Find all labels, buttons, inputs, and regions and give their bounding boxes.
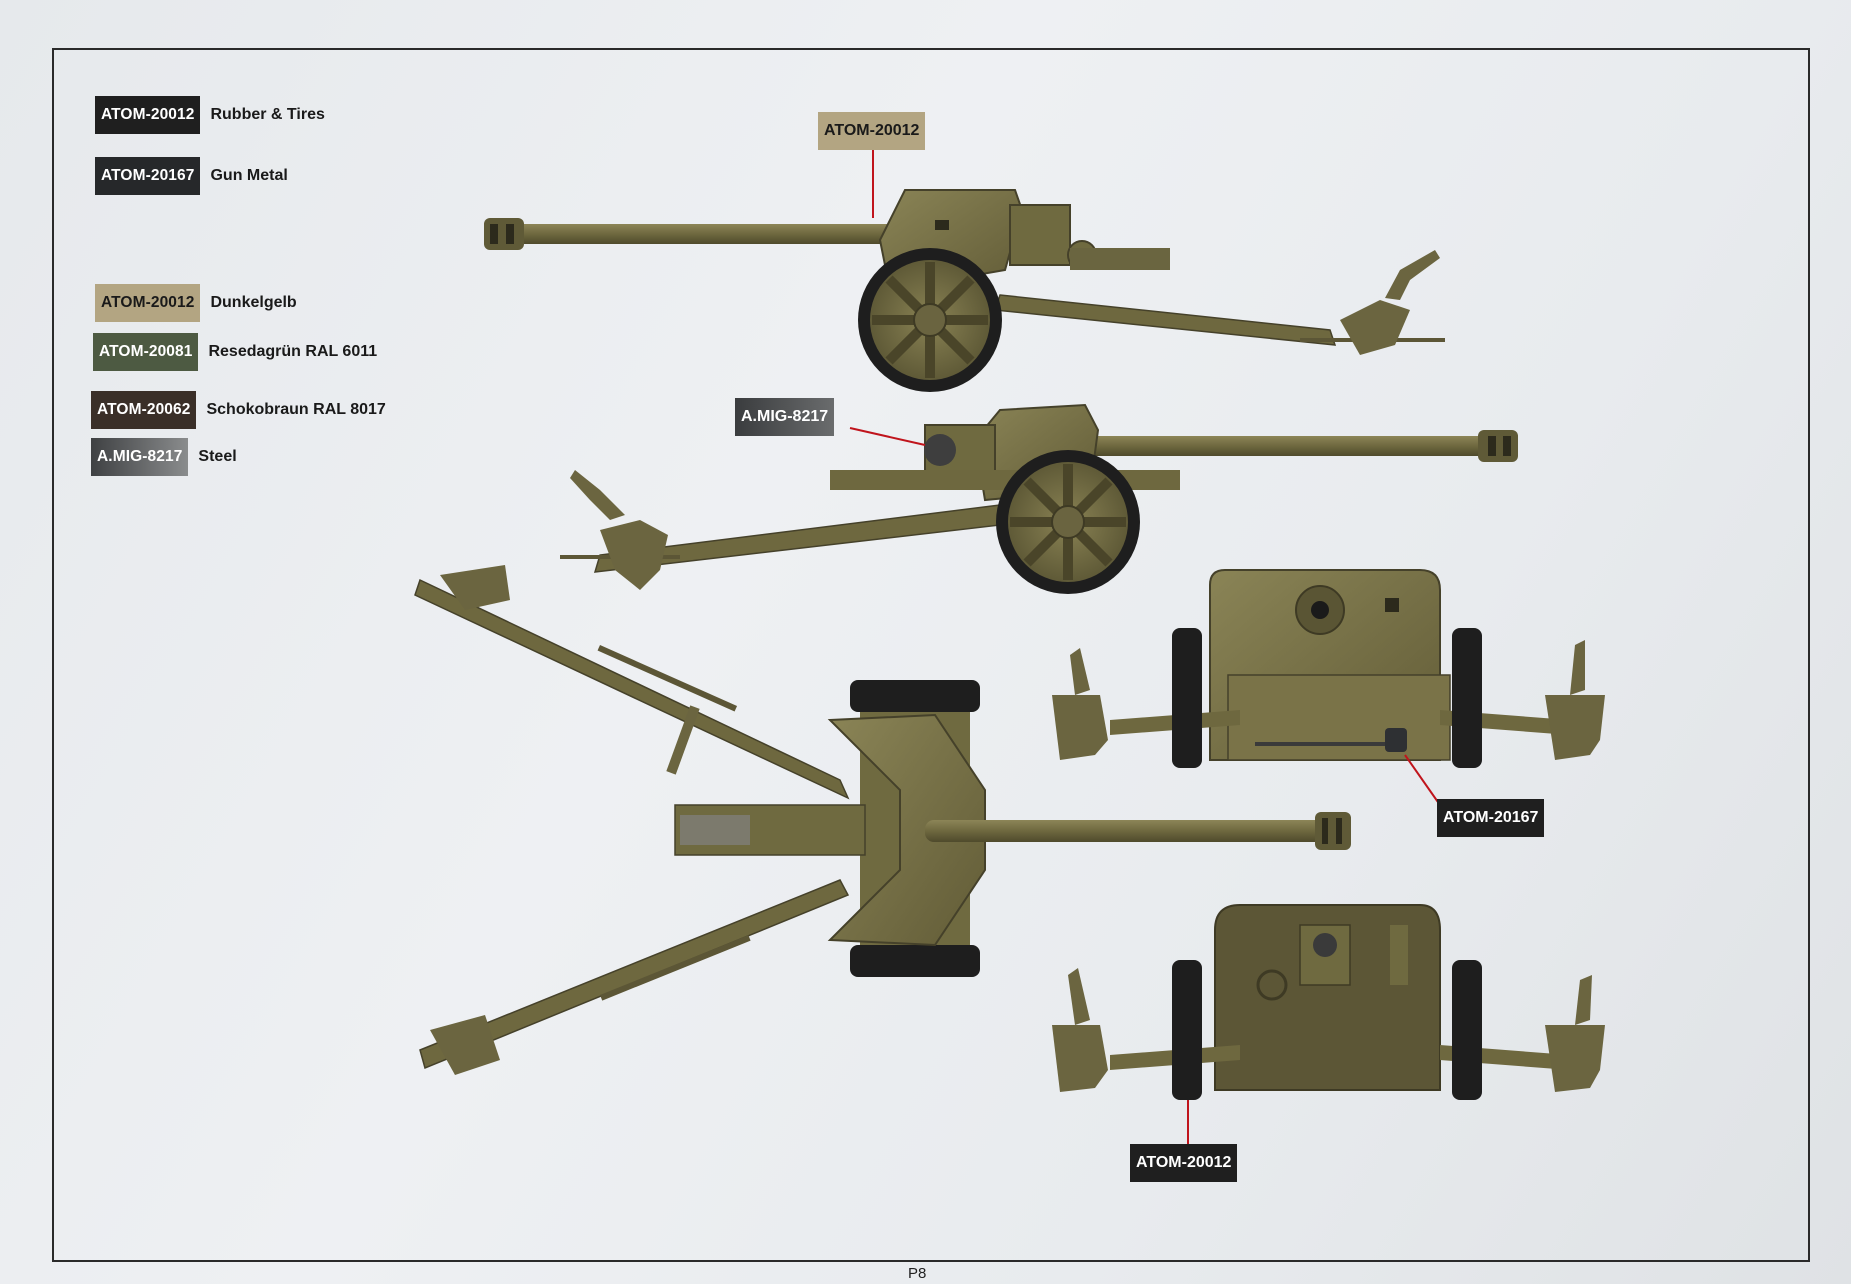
legend-item-gun-metal: ATOM-20167 Gun Metal [95,157,288,195]
rear-view [1052,904,1605,1100]
legend-swatch: ATOM-20012 [95,96,201,134]
callout-dunkelgelb-top: ATOM-20012 [818,112,926,150]
legend-item-rubber: ATOM-20012 Rubber & Tires [95,96,325,134]
legend-label: Dunkelgelb [210,294,297,311]
legend-swatch: ATOM-20081 [93,333,199,371]
top-view [414,565,1351,1075]
side-view-right [560,403,1518,594]
front-view [1052,569,1605,768]
legend-item-dunkelgelb: ATOM-20012 Dunkelgelb [95,284,297,322]
legend-label: Rubber & Tires [210,106,325,123]
legend-label: Resedagrün RAL 6011 [208,343,378,360]
callout-steel: A.MIG-8217 [735,398,835,436]
legend-item-resedagruen: ATOM-20081 Resedagrün RAL 6011 [93,333,377,371]
leader-line [1404,754,1441,806]
legend-label: Steel [198,448,237,465]
legend-item-schokobraun: ATOM-20062 Schokobraun RAL 8017 [91,391,386,429]
page-frame [52,48,1810,1262]
legend-swatch: ATOM-20062 [91,391,197,429]
callout-gun-metal: ATOM-20167 [1437,799,1545,837]
leader-line [849,427,926,446]
side-view-left [484,189,1445,392]
callout-rubber-rear: ATOM-20012 [1130,1144,1238,1182]
legend-label: Gun Metal [210,167,288,184]
page-number: P8 [908,1265,927,1282]
legend-item-steel: A.MIG-8217 Steel [91,438,237,476]
legend-swatch: ATOM-20012 [95,284,201,322]
legend-swatch: A.MIG-8217 [91,438,189,476]
legend-label: Schokobraun RAL 8017 [206,401,386,418]
legend-swatch: ATOM-20167 [95,157,201,195]
